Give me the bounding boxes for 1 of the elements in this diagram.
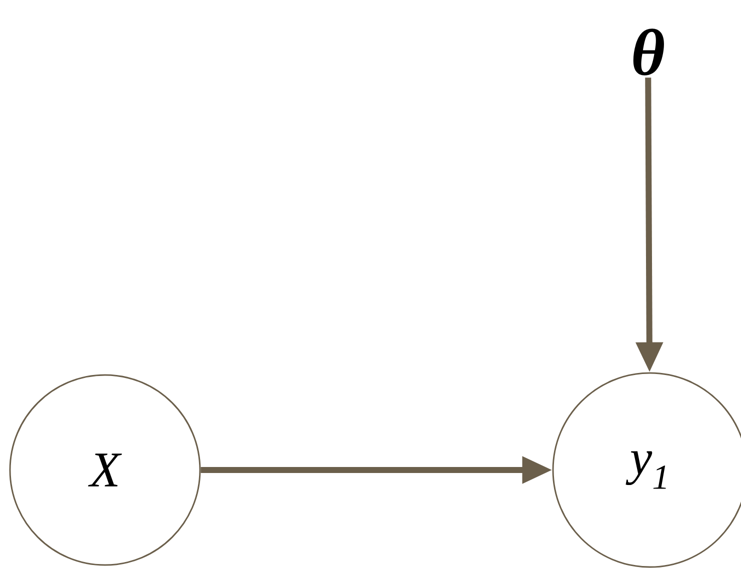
variable-label: θ — [633, 28, 664, 76]
